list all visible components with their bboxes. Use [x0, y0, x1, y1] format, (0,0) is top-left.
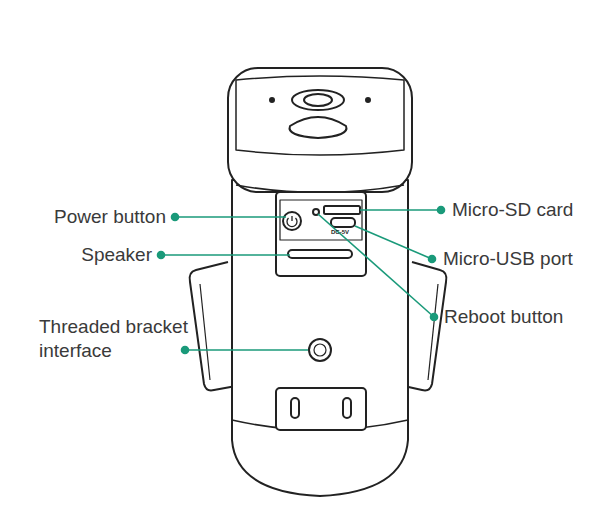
part-label: Reboot button — [444, 305, 594, 329]
port-marking: DC-5V — [331, 229, 361, 236]
part-label: Threaded bracket interface — [39, 315, 211, 363]
micro-usb-port — [331, 218, 355, 227]
port-panel — [276, 192, 366, 276]
lens — [292, 90, 344, 110]
part-label: Micro-USB port — [443, 247, 595, 271]
pir-sensor — [290, 117, 347, 138]
leader-lines — [158, 207, 445, 354]
right-bracket — [404, 262, 446, 390]
power-button — [283, 212, 301, 230]
camera-body — [232, 180, 408, 496]
camera-head — [228, 68, 412, 192]
threaded-hole — [309, 339, 331, 361]
part-label: Speaker — [20, 243, 152, 267]
speaker-grille — [288, 250, 352, 258]
left-bracket — [190, 262, 236, 390]
part-label: Power button — [20, 205, 166, 229]
mount-plate — [276, 388, 366, 430]
micro-sd-slot — [324, 206, 360, 214]
part-label: Micro-SD card — [452, 198, 592, 222]
